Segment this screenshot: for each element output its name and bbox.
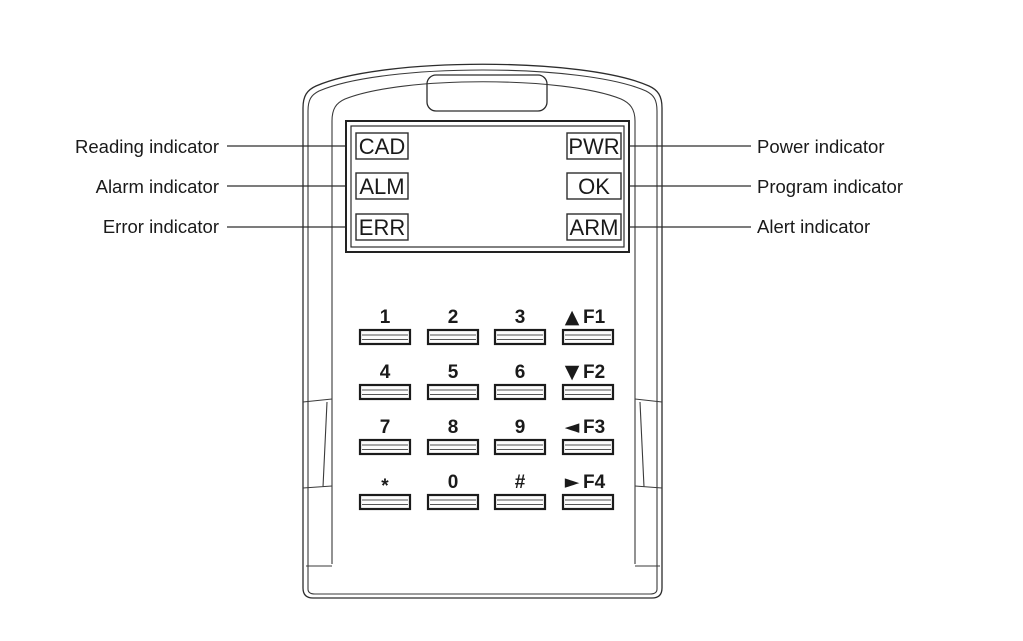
indicator-arm: ARM [566, 213, 622, 241]
indicator-label-arm: ARM [570, 215, 619, 240]
key-label-f4: F4 [583, 472, 606, 493]
keypad-key-7 [358, 438, 412, 456]
keypad-key-f2 [561, 383, 615, 401]
annotation-reading-indicator: Reading indicator [75, 136, 219, 157]
indicator-label-pwr: PWR [568, 134, 619, 159]
up-arrow-icon: ▲ [565, 306, 580, 328]
down-arrow-icon: ▼ [565, 361, 580, 383]
key-label-f3: F3 [583, 417, 605, 438]
key-label-0: 0 [448, 472, 459, 493]
keypad-key-6 [493, 383, 547, 401]
indicator-label-err: ERR [359, 215, 405, 240]
keypad-key-4 [358, 383, 412, 401]
key-label-4: 4 [380, 362, 391, 383]
indicator-box-cad [355, 132, 409, 160]
right-arrow-icon: ► [565, 471, 580, 493]
key-label-3: 3 [515, 307, 526, 328]
keypad-key-3 [493, 328, 547, 346]
annotation-program-indicator: Program indicator [757, 176, 903, 197]
keypad-key-9 [493, 438, 547, 456]
device-outer-outline [302, 63, 663, 599]
front-panel-outline [331, 81, 636, 564]
keypad-key-f3 [561, 438, 615, 456]
annotation-error-indicator: Error indicator [103, 216, 219, 237]
key-label-1: 1 [380, 307, 391, 328]
key-label-2: 2 [448, 307, 459, 328]
indicator-err: ERR [355, 213, 409, 241]
indicator-box-alm [355, 172, 409, 200]
keypad-key-f1 [561, 328, 615, 346]
indicator-box-arm [566, 213, 622, 241]
key-label-7: 7 [380, 417, 391, 438]
indicator-label-alm: ALM [359, 174, 404, 199]
keypad-key-star [358, 493, 412, 511]
left-side-molding [302, 398, 333, 489]
logo-window [426, 74, 548, 112]
indicator-box-pwr [566, 132, 622, 160]
key-label-5: 5 [448, 362, 459, 383]
device-inner-edge-outline [307, 69, 658, 595]
keypad-key-8 [426, 438, 480, 456]
key-label-hash: # [515, 472, 526, 493]
keypad-key-f4 [561, 493, 615, 511]
indicator-box-ok [566, 172, 622, 200]
indicator-ok: OK [566, 172, 622, 200]
keypad-key-5 [426, 383, 480, 401]
indicator-label-ok: OK [578, 174, 610, 199]
key-label-f2: F2 [583, 362, 605, 383]
keypad-key-1 [358, 328, 412, 346]
leader-lines [227, 145, 751, 228]
display-bezel-inner [350, 125, 625, 248]
indicator-alm: ALM [355, 172, 409, 200]
indicator-cad: CAD [355, 132, 409, 160]
indicator-pwr: PWR [566, 132, 622, 160]
key-label-8: 8 [448, 417, 459, 438]
indicator-box-err [355, 213, 409, 241]
right-side-molding [634, 398, 663, 489]
key-label-6: 6 [515, 362, 526, 383]
left-arrow-icon: ◄ [565, 416, 580, 438]
key-label-f1: F1 [583, 307, 606, 328]
keypad-key-0 [426, 493, 480, 511]
annotation-alarm-indicator: Alarm indicator [96, 176, 219, 197]
annotation-alert-indicator: Alert indicator [757, 216, 870, 237]
keypad-key-2 [426, 328, 480, 346]
key-label-star: * [381, 476, 389, 497]
keypad-key-hash [493, 493, 547, 511]
indicator-label-cad: CAD [359, 134, 405, 159]
key-label-9: 9 [515, 417, 526, 438]
annotation-power-indicator: Power indicator [757, 136, 885, 157]
